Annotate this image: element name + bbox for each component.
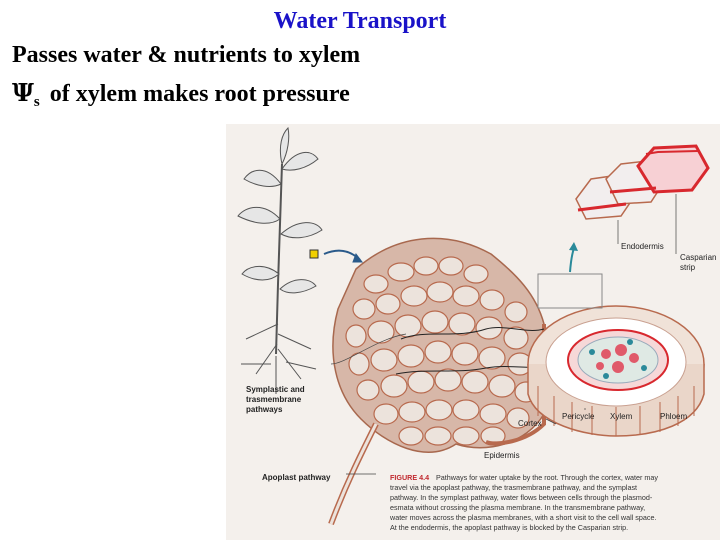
figure-illustration: Endodermis Casparian strip Symplastic an… [237, 126, 716, 532]
caption-line-4: esmata without crossing the plasma membr… [390, 503, 645, 512]
label-cortex: Cortex [518, 419, 542, 428]
label-symplastic-2: trasmembrane [246, 395, 302, 404]
caption-figure-label: FIGURE 4.4 [390, 473, 429, 482]
bullet-line-2: Ψs of xylem makes root pressure [12, 78, 350, 111]
caption-line-3: pathway. In the symplast pathway, water … [390, 493, 653, 502]
plant-seedling [237, 126, 363, 394]
label-casparian-2: strip [680, 263, 696, 272]
label-xylem: Xylem [610, 412, 633, 421]
label-phloem: Phloem [660, 412, 687, 421]
psi-symbol: Ψ [12, 78, 34, 107]
label-apoplast: Apoplast pathway [262, 473, 331, 482]
caption-line-2: travel via the apoplast pathway, the tra… [390, 483, 637, 492]
label-symplastic-1: Symplastic and [246, 385, 305, 394]
label-symplastic-3: pathways [246, 405, 283, 414]
slide-title: Water Transport [273, 8, 447, 34]
caption-line-6: At the endodermis, the apoplast pathway … [390, 523, 628, 532]
label-casparian-1: Casparian [680, 253, 716, 262]
psi-subscript: s [33, 94, 40, 110]
label-endodermis: Endodermis [621, 242, 664, 251]
caption-line-1: Pathways for water uptake by the root. T… [436, 473, 658, 482]
leader-lines [330, 194, 677, 475]
cortex-section [328, 237, 546, 526]
caption-line-5: water moves across the plasma membranes,… [389, 513, 656, 522]
label-epidermis: Epidermis [484, 451, 520, 460]
endodermis-cells [575, 144, 710, 220]
figure-caption: FIGURE 4.4 Pathways for water uptake by … [389, 473, 658, 532]
bullet-line-1: Passes water & nutrients to xylem [12, 42, 361, 68]
root-cross-section [527, 242, 705, 437]
root-water-pathways-figure: Endodermis Casparian strip Symplastic an… [226, 124, 720, 540]
line2-text: of xylem makes root pressure [49, 81, 350, 107]
label-pericycle: Pericycle [562, 412, 595, 421]
